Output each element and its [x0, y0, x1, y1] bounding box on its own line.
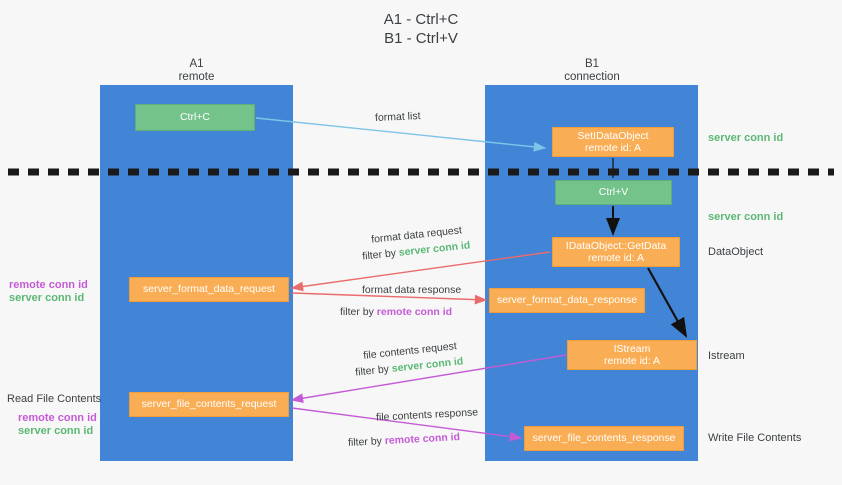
box-istream-subtitle: remote id: A — [603, 355, 661, 367]
box-server-format-data-response-label: server_format_data_response — [496, 294, 638, 307]
box-getdata-subtitle: remote id: A — [587, 252, 645, 264]
lane-header-b1: B1 connection — [532, 58, 652, 84]
annotation-server-conn-id-1: server conn id — [9, 292, 85, 304]
annotation-server-conn-id-2: server conn id — [18, 425, 94, 437]
annotation-dataobject: DataObject — [708, 246, 764, 258]
filter-key-remote-conn-id-2: remote conn id — [384, 431, 461, 447]
box-ctrl-c[interactable]: Ctrl+C — [135, 104, 255, 131]
box-server-format-data-request-label: server_format_data_request — [143, 283, 275, 296]
filter-key-server-conn-id-2: server conn id — [391, 355, 464, 375]
box-server-format-data-request[interactable]: server_format_data_request — [129, 277, 289, 302]
box-server-file-contents-response[interactable]: server_file_contents_response — [524, 426, 684, 451]
box-set-idataobject-subtitle: remote id: A — [584, 142, 642, 154]
box-ctrl-v-label: Ctrl+V — [598, 186, 629, 199]
edge-label-format-data-response-filter: filter by remote conn id — [340, 306, 453, 318]
box-istream-title: IStream — [613, 342, 651, 355]
box-getdata-title: IDataObject::GetData — [565, 239, 667, 252]
box-set-idataobject-title: SetIDataObject — [577, 129, 649, 142]
lane-a1-sub: remote — [178, 71, 215, 83]
box-ctrl-c-label: Ctrl+C — [179, 111, 211, 124]
box-server-format-data-response[interactable]: server_format_data_response — [489, 288, 645, 313]
box-set-idataobject[interactable]: SetIDataObject remote id: A — [552, 127, 674, 157]
annotation-write-file-contents: Write File Contents — [708, 432, 802, 444]
box-idataobject-getdata[interactable]: IDataObject::GetData remote id: A — [552, 237, 680, 267]
annotation-server-conn-id-top: server conn id — [708, 132, 784, 144]
annotation-remote-conn-id-1: remote conn id — [9, 279, 88, 291]
box-istream[interactable]: IStream remote id: A — [567, 340, 697, 370]
box-server-file-contents-response-label: server_file_contents_response — [532, 432, 676, 445]
annotation-istream: Istream — [708, 350, 745, 362]
title-line-1: A1 - Ctrl+C — [383, 11, 459, 28]
lane-a1-name: A1 — [189, 58, 204, 70]
filter-key-server-conn-id-1: server conn id — [398, 239, 471, 259]
lane-b1-sub: connection — [564, 71, 620, 83]
edge-label-format-data-response: format data response — [362, 284, 462, 296]
annotation-server-conn-id-mid: server conn id — [708, 211, 784, 223]
box-server-file-contents-request-label: server_file_contents_request — [141, 398, 277, 411]
edge-label-file-contents-response-filter: filter by remote conn id — [347, 431, 461, 449]
lane-header-a1: A1 remote — [135, 58, 258, 84]
edge-label-format-list: format list — [374, 110, 421, 124]
edge-label-file-contents-response: file contents response — [375, 406, 479, 424]
annotation-read-file-contents: Read File Contents — [7, 393, 102, 405]
lane-b1-name: B1 — [584, 58, 600, 70]
diagram-title: A1 - Ctrl+C B1 - Ctrl+V — [0, 10, 842, 48]
box-server-file-contents-request[interactable]: server_file_contents_request — [129, 392, 289, 417]
annotation-remote-conn-id-2: remote conn id — [18, 412, 97, 424]
title-line-2: B1 - Ctrl+V — [384, 30, 458, 47]
filter-key-remote-conn-id-1: remote conn id — [376, 306, 453, 318]
box-ctrl-v[interactable]: Ctrl+V — [555, 180, 672, 205]
